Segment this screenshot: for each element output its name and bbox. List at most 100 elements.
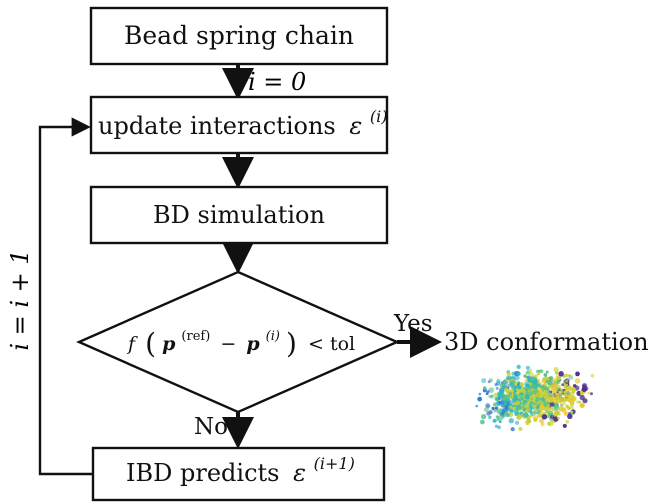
cloud-point [565,404,569,408]
cloud-point [488,387,495,393]
cloud-point [541,378,547,383]
cloud-point [549,397,553,401]
cloud-point [562,375,566,378]
cloud-point [506,383,509,387]
cloud-point [492,402,497,407]
cloud-point [498,420,502,424]
bead-spring-chain-label: Bead spring chain [124,21,354,50]
cloud-point [546,407,551,411]
cloud-point [501,396,507,402]
cloud-point [569,405,574,410]
cloud-point [540,422,545,427]
cloud-point [516,371,521,376]
feedback-loop-line [38,117,93,476]
cloud-point [524,378,529,383]
cloud-point [495,386,499,390]
cloud-point [519,390,522,393]
bd-simulation-box [89,185,389,245]
cloud-point [488,415,492,419]
cloud-point [530,383,536,389]
cloud-point [570,410,574,414]
cloud-point [564,379,569,383]
no-edge-label: No [194,414,228,440]
cloud-point [514,375,520,381]
cloud-point [478,392,482,396]
cloud-point [505,376,510,380]
cloud-point [546,377,550,381]
cloud-point [500,383,506,388]
cloud-point [528,389,531,393]
init-edge-label: i = 0 [248,68,306,96]
bead-spring-chain-box [89,6,389,66]
cloud-point [533,402,536,405]
cloud-point [540,401,544,405]
cloud-point [510,427,515,432]
cloud-point [539,405,545,411]
cloud-point [481,378,487,384]
cloud-point [549,384,555,390]
cloud-point [526,419,531,424]
cloud-point [556,396,561,401]
cloud-point [525,365,531,370]
cloud-point [543,390,548,396]
cloud-point [547,392,553,398]
cloud-point [527,378,532,383]
cloud-point [574,378,581,384]
cloud-point [552,378,558,384]
cloud-point [532,386,539,393]
update-interactions-label: update interactions ε (i) [98,107,388,140]
cloud-point [490,395,494,399]
cloud-point [579,394,585,401]
cloud-point [496,378,501,384]
cloud-point [497,415,504,421]
cloud-point [497,397,501,401]
cloud-point [517,381,520,384]
cloud-point [561,407,567,413]
convergence-condition-label: f ( p (ref) − p (i) ) < tol [126,323,355,360]
update-interactions-box [89,95,389,155]
cloud-point [590,373,595,378]
cloud-point [567,412,572,416]
cloud-point [568,374,574,380]
cloud-point [534,398,539,403]
cloud-point [525,383,530,388]
cloud-point [529,368,533,372]
cloud-point [525,388,528,391]
cloud-point [488,410,493,415]
cloud-point [514,420,520,425]
cloud-point [508,418,514,424]
cloud-point [556,416,560,420]
cloud-point [526,369,531,375]
cloud-point [558,371,564,377]
cloud-point [493,392,498,398]
ibd-predicts-label: IBD predicts ε (i+1) [126,454,355,487]
cloud-point [558,400,562,404]
cloud-point [517,385,522,390]
cloud-point [505,412,510,418]
cloud-point [565,419,570,424]
cloud-point [539,369,544,374]
cloud-point [590,392,593,396]
cloud-point [561,390,564,394]
cloud-point [510,379,516,385]
cloud-point [512,410,516,413]
cloud-point [523,402,530,409]
cloud-point [494,424,498,428]
cloud-point [522,407,526,412]
conformation-point-cloud [475,364,595,432]
cloud-point [545,370,549,374]
cloud-point [539,418,544,424]
cloud-point [561,383,565,387]
cloud-point [540,397,545,402]
cloud-point [524,394,530,400]
cloud-point [496,391,502,397]
cloud-point [569,401,575,406]
cloud-point [516,364,521,370]
cloud-point [487,380,491,384]
cloud-point [537,371,541,375]
cloud-point [554,410,560,416]
cloud-point [516,404,522,410]
cloud-point [579,402,585,409]
cloud-point [553,401,556,404]
cloud-point [475,404,478,408]
